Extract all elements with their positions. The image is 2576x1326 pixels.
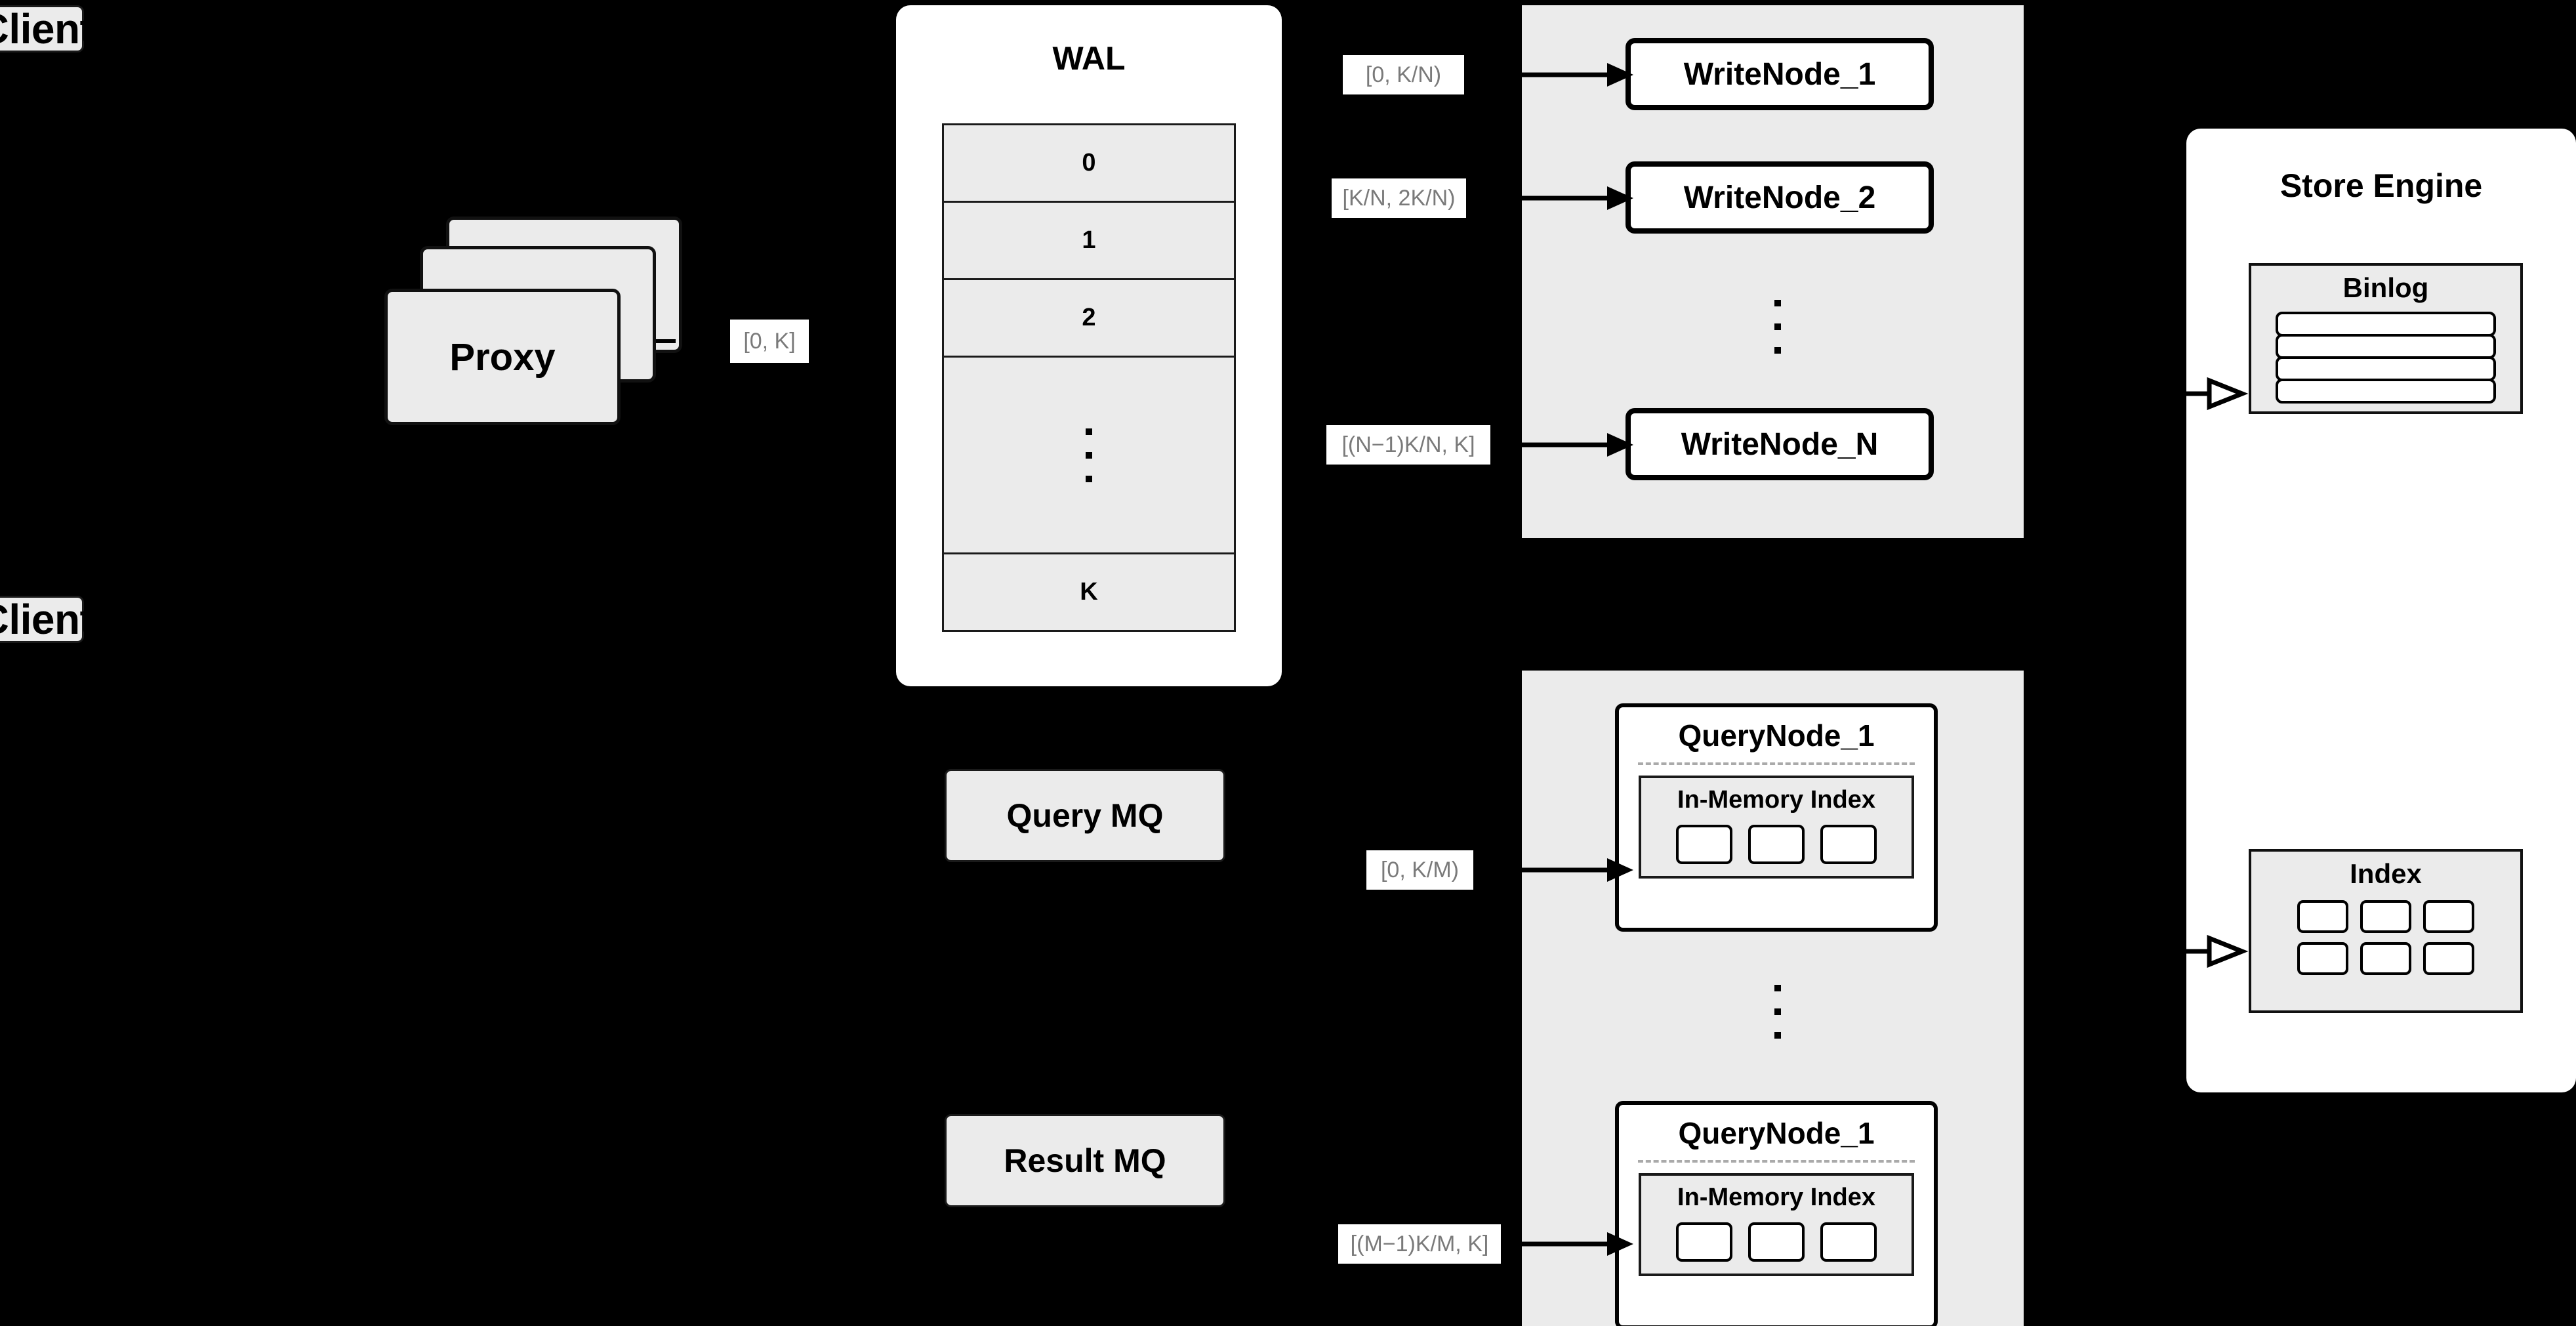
- arrow-to-write-node-2: [1509, 186, 1633, 210]
- wal-row-k: K: [944, 554, 1234, 630]
- wal-row-2-label: 2: [1082, 304, 1096, 331]
- result-mq-label: Result MQ: [1004, 1142, 1166, 1179]
- proxy-label: Proxy: [449, 335, 556, 379]
- write-node-n[interactable]: WriteNode_N: [1625, 408, 1934, 480]
- label-to-query-node-1: [0, K/M): [1366, 850, 1473, 890]
- wal-panel: WAL 0 1 2 K: [896, 5, 1282, 686]
- binlog-panel: Binlog: [2249, 263, 2523, 414]
- proxy-to-wal-connector: [656, 339, 676, 343]
- index-title: Index: [2350, 858, 2422, 889]
- arrow-to-write-node-n: [1509, 433, 1633, 457]
- write-node-1-label: WriteNode_1: [1683, 56, 1876, 92]
- label-to-write-node-2-text: [K/N, 2K/N): [1342, 185, 1456, 211]
- query-node-1-separator: [1637, 762, 1915, 765]
- write-node-1[interactable]: WriteNode_1: [1625, 38, 1934, 110]
- label-to-write-node-1-text: [0, K/N): [1365, 62, 1442, 87]
- query-node-1-index-cells: [1675, 825, 1877, 864]
- index-cell: [1820, 825, 1877, 864]
- index-cell: [2423, 942, 2474, 975]
- wal-row-1-label: 1: [1082, 226, 1096, 254]
- query-node-m-title: QueryNode_1: [1678, 1116, 1875, 1150]
- query-mq-box[interactable]: Query MQ: [945, 769, 1225, 862]
- label-proxy-to-wal: [0, K]: [730, 320, 809, 363]
- wal-row-0: 0: [944, 125, 1234, 203]
- proxy-box[interactable]: Proxy: [384, 289, 621, 425]
- wal-ellipsis-dots: [1086, 428, 1092, 482]
- index-cell: [1675, 825, 1732, 864]
- label-to-write-node-n-text: [(N−1)K/N, K]: [1341, 432, 1475, 457]
- label-to-write-node-2: [K/N, 2K/N): [1332, 178, 1466, 218]
- query-node-m-separator: [1637, 1160, 1915, 1163]
- client-label-1: Client: [0, 5, 94, 52]
- wal-table: 0 1 2 K: [942, 123, 1236, 632]
- label-to-write-node-1: [0, K/N): [1343, 55, 1464, 94]
- client-box-2[interactable]: Client: [0, 596, 94, 643]
- binlog-title: Binlog: [2342, 272, 2429, 303]
- arrow-to-query-node-m: [1509, 1232, 1633, 1256]
- query-node-m[interactable]: QueryNode_1 In-Memory Index: [1615, 1101, 1938, 1326]
- label-to-query-node-1-text: [0, K/M): [1380, 857, 1460, 882]
- write-node-n-label: WriteNode_N: [1681, 426, 1879, 462]
- query-node-m-inmemory-index: In-Memory Index: [1638, 1173, 1915, 1276]
- store-engine-panel: Store Engine Binlog Index: [2186, 129, 2576, 1092]
- query-node-1[interactable]: QueryNode_1 In-Memory Index: [1615, 703, 1938, 932]
- label-to-write-node-n: [(N−1)K/N, K]: [1326, 425, 1490, 465]
- wal-row-ellipsis: [944, 358, 1234, 554]
- index-panel: Index: [2249, 849, 2523, 1013]
- binlog-row: [2275, 356, 2497, 381]
- wal-row-k-label: K: [1080, 578, 1098, 606]
- label-to-query-node-m-text: [(M−1)K/M, K]: [1350, 1231, 1489, 1256]
- index-cell: [1675, 1222, 1732, 1262]
- wal-title: WAL: [1052, 40, 1126, 77]
- client-label-2: Client: [0, 596, 94, 643]
- query-node-1-index-title: In-Memory Index: [1677, 786, 1875, 814]
- write-node-ellipsis-dots: [1771, 274, 1784, 379]
- index-cell: [1820, 1222, 1877, 1262]
- write-node-2[interactable]: WriteNode_2: [1625, 161, 1934, 234]
- index-cell: [2360, 942, 2411, 975]
- result-mq-box[interactable]: Result MQ: [945, 1114, 1225, 1207]
- index-cell: [2297, 900, 2348, 933]
- query-node-ellipsis-dots: [1771, 959, 1784, 1064]
- label-proxy-to-wal-text: [0, K]: [743, 328, 796, 354]
- store-engine-title: Store Engine: [2280, 167, 2483, 204]
- arrow-to-index: [2177, 934, 2249, 968]
- index-cell-grid: [2297, 900, 2474, 975]
- query-mq-label: Query MQ: [1006, 797, 1164, 834]
- index-cell: [2297, 942, 2348, 975]
- query-node-1-inmemory-index: In-Memory Index: [1638, 776, 1915, 879]
- query-node-1-title: QueryNode_1: [1678, 718, 1875, 753]
- wal-row-2: 2: [944, 280, 1234, 358]
- query-node-m-index-title: In-Memory Index: [1677, 1184, 1875, 1211]
- binlog-row: [2275, 379, 2497, 404]
- arrow-to-query-node-1: [1509, 858, 1633, 882]
- query-node-m-index-cells: [1675, 1222, 1877, 1262]
- client-box-1[interactable]: Client: [0, 5, 94, 52]
- wal-row-0-label: 0: [1082, 149, 1096, 176]
- index-cell: [1748, 1222, 1805, 1262]
- wal-row-1: 1: [944, 203, 1234, 280]
- index-cell: [1748, 825, 1805, 864]
- binlog-rows: [2275, 312, 2497, 404]
- arrow-to-write-node-1: [1509, 63, 1633, 87]
- index-cell: [2423, 900, 2474, 933]
- label-to-query-node-m: [(M−1)K/M, K]: [1338, 1224, 1501, 1264]
- write-node-2-label: WriteNode_2: [1683, 180, 1876, 215]
- arrow-to-binlog: [2177, 377, 2249, 411]
- index-cell: [2360, 900, 2411, 933]
- binlog-row: [2275, 312, 2497, 337]
- binlog-row: [2275, 334, 2497, 359]
